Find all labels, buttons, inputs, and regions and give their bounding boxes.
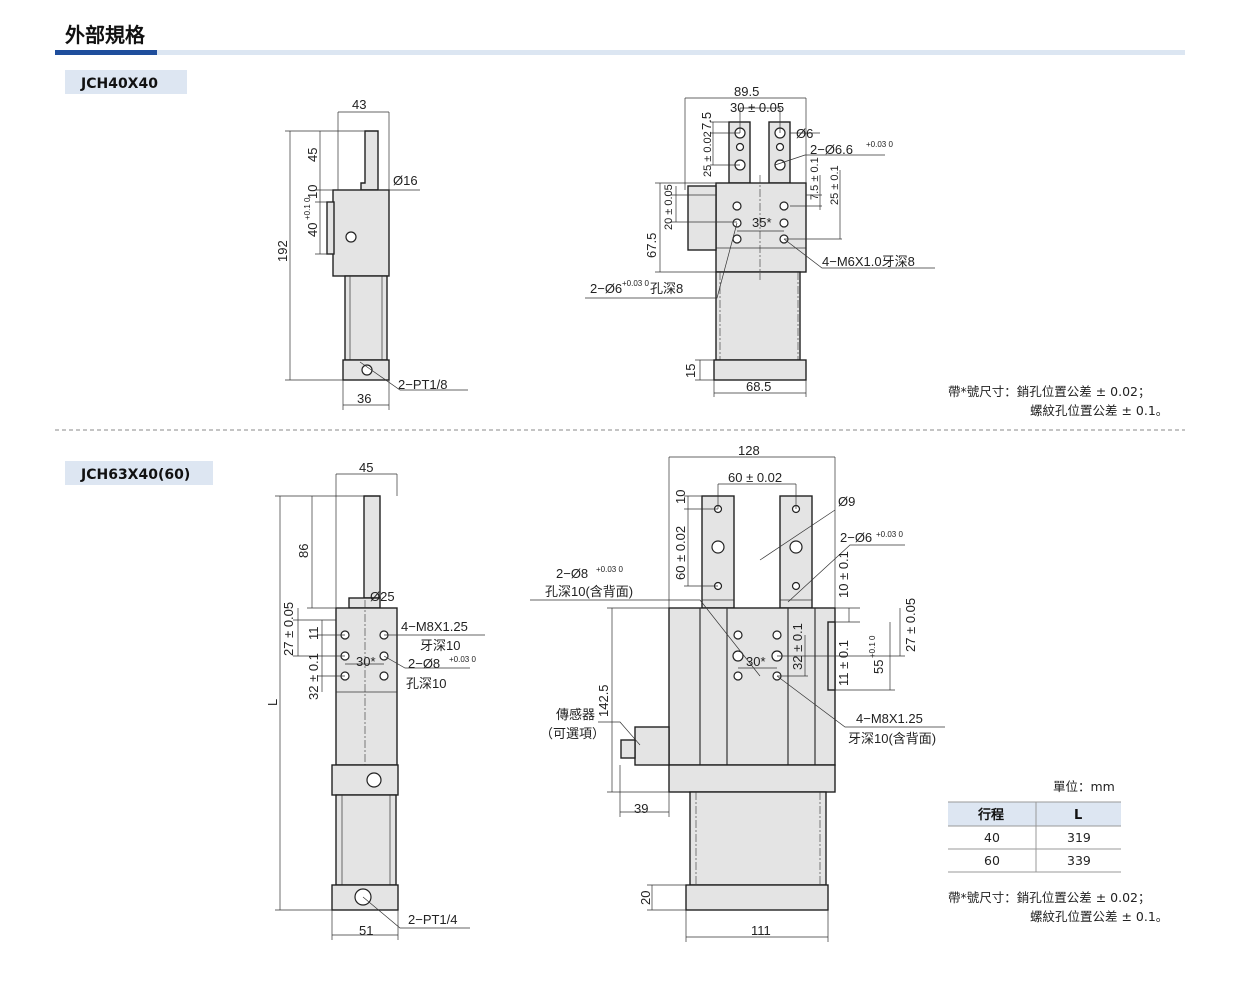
dim-hole-spacing: 25 ± 0.02 bbox=[702, 131, 714, 177]
front-view-40 bbox=[585, 97, 935, 397]
pin-depth: 孔深8 bbox=[650, 281, 683, 296]
dim-finger-spacing: 30 ± 0.05 bbox=[730, 100, 784, 115]
dim-pitch: 35* bbox=[752, 215, 772, 230]
thread-label: 4−M8X1.25 bbox=[401, 619, 468, 634]
stroke-table bbox=[948, 801, 1121, 873]
table-cell: 40 bbox=[984, 830, 1000, 845]
table-cell: 319 bbox=[1067, 830, 1091, 845]
dim-finger-spacing: 60 ± 0.02 bbox=[728, 470, 782, 485]
dim-offset: 27 ± 0.05 bbox=[281, 602, 296, 656]
dim-tolerance: +0.03 0 bbox=[596, 565, 623, 574]
dim-diameter: Ø25 bbox=[370, 589, 395, 604]
pin-label: 2−Ø8 bbox=[556, 566, 588, 581]
title-bar bbox=[55, 50, 1185, 55]
model-tag: JCH63X40(60) bbox=[80, 467, 190, 483]
dim-offset: 7.5 ± 0.1 bbox=[809, 157, 821, 200]
dim-base-width: 111 bbox=[751, 923, 771, 938]
note-line: 帶*號尺寸：銷孔位置公差 ± 0.02； bbox=[948, 890, 1151, 905]
table-cell: 60 bbox=[984, 853, 1000, 868]
dim-tolerance: +0.1 0 bbox=[868, 635, 877, 658]
port-label: 2−PT1/4 bbox=[408, 912, 458, 927]
dim-hole-spacing: 25 ± 0.1 bbox=[829, 165, 841, 205]
title-bar-accent bbox=[55, 50, 157, 55]
front-view-63 bbox=[530, 456, 945, 942]
note-line: 螺紋孔位置公差 ± 0.1。 bbox=[1030, 909, 1168, 924]
dim-offset: 10 bbox=[305, 185, 320, 199]
thread-label: 4−M8X1.25 bbox=[856, 711, 923, 726]
unit-label: 單位：mm bbox=[1053, 779, 1115, 794]
table-header: L bbox=[1074, 808, 1082, 823]
dim-length: L bbox=[265, 699, 280, 706]
dim-sensor: 20 ± 0.05 bbox=[663, 184, 675, 230]
dim-offset: 11 ± 0.1 bbox=[836, 640, 851, 686]
pin-label: 2−Ø8 bbox=[408, 656, 440, 671]
thread-depth: 牙深10(含背面) bbox=[848, 731, 936, 746]
dim-sensor: 39 bbox=[634, 801, 648, 816]
dim-width: 128 bbox=[738, 443, 760, 458]
dim-offset: 11 bbox=[306, 627, 321, 641]
dim-tolerance: +0.03 0 bbox=[622, 279, 649, 288]
thread-depth: 牙深10 bbox=[420, 638, 460, 653]
dim-tolerance: +0.03 0 bbox=[449, 655, 476, 664]
dim-offset: 7.5 bbox=[699, 112, 714, 130]
dim-width: 36 bbox=[357, 391, 371, 406]
dim-hole-spacing: 32 ± 0.1 bbox=[306, 653, 321, 700]
dim-offset: 27 ± 0.05 bbox=[903, 598, 918, 652]
table-cell: 339 bbox=[1067, 853, 1091, 868]
dim-base: 20 bbox=[638, 891, 653, 905]
pin-depth: 孔深10(含背面) bbox=[545, 584, 633, 599]
dim-tolerance: +0.03 0 bbox=[866, 140, 893, 149]
dim-base-width: 68.5 bbox=[746, 379, 771, 394]
pin-depth: 孔深10 bbox=[406, 676, 446, 691]
model-tag-bg bbox=[65, 461, 213, 485]
page-title: 外部規格 bbox=[65, 23, 146, 47]
dim-pitch: 30* bbox=[356, 654, 376, 669]
dim-width: 45 bbox=[359, 460, 373, 475]
dim-height: 192 bbox=[275, 240, 290, 262]
side-view-63 bbox=[275, 473, 485, 940]
dim-hole-spacing: 60 ± 0.02 bbox=[673, 526, 688, 580]
sensor-optional: （可選項） bbox=[540, 726, 605, 741]
dim-tolerance: +0.1 0 bbox=[303, 197, 312, 220]
dim-pin-hole: 2−Ø6 bbox=[840, 530, 872, 545]
dim-hole-spacing: 32 ± 0.1 bbox=[790, 623, 805, 670]
dim-diameter: Ø9 bbox=[838, 494, 855, 509]
sensor-label: 傳感器 bbox=[556, 707, 595, 722]
dim-offset: 10 bbox=[673, 490, 688, 504]
model-tag-bg bbox=[65, 70, 187, 94]
dim-diameter: Ø16 bbox=[393, 173, 418, 188]
side-view-40 bbox=[285, 111, 468, 410]
dim-body-height: 67.5 bbox=[644, 233, 659, 258]
dim-slot: 40 bbox=[305, 223, 320, 237]
dim-pin-hole: 2−Ø6.6 bbox=[810, 142, 853, 157]
pin-label: 2−Ø6 bbox=[590, 281, 622, 296]
dim-width: 89.5 bbox=[734, 84, 759, 99]
dim-finger: 45 bbox=[305, 148, 320, 162]
note-line: 螺紋孔位置公差 ± 0.1。 bbox=[1030, 403, 1168, 418]
dim-offset: 10 ± 0.1 bbox=[836, 551, 851, 598]
dim-width: 43 bbox=[352, 97, 366, 112]
dim-body-height: 142.5 bbox=[596, 684, 611, 717]
table-header: 行程 bbox=[977, 807, 1004, 823]
note-line: 帶*號尺寸：銷孔位置公差 ± 0.02； bbox=[948, 384, 1151, 399]
thread-label: 4−M6X1.0牙深8 bbox=[822, 254, 915, 269]
dim-slot: 55 bbox=[871, 660, 886, 674]
model-tag: JCH40X40 bbox=[80, 76, 158, 92]
dim-diameter: Ø6 bbox=[796, 126, 813, 141]
dim-base: 15 bbox=[683, 364, 698, 378]
dim-tolerance: +0.03 0 bbox=[876, 530, 903, 539]
dim-finger: 86 bbox=[296, 544, 311, 558]
port-label: 2−PT1/8 bbox=[398, 377, 448, 392]
dim-pitch: 30* bbox=[746, 654, 766, 669]
dim-width: 51 bbox=[359, 923, 373, 938]
